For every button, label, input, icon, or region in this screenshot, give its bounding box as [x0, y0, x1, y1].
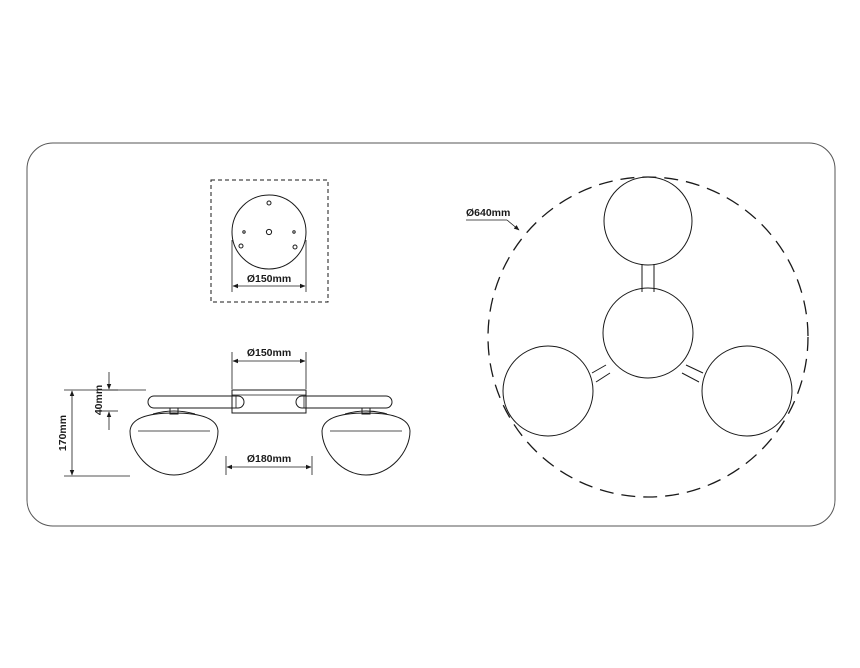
top-plan-view: Ø640mm	[466, 176, 809, 498]
arm-left	[595, 372, 611, 383]
mounting-plate-view: Ø150mm	[210, 179, 329, 303]
globe-left	[502, 345, 594, 437]
left-arm	[147, 395, 245, 409]
screw-hole	[292, 244, 298, 250]
globe-right	[701, 345, 793, 437]
globe-center	[602, 287, 694, 379]
canopy-diameter-label: Ø150mm	[247, 347, 291, 359]
globe-top	[603, 176, 693, 266]
canopy	[231, 389, 307, 414]
left-shade	[129, 412, 219, 476]
shade-diameter-label: Ø180mm	[247, 453, 291, 465]
mount-diameter-label: Ø150mm	[247, 273, 291, 285]
screw-hole	[242, 230, 246, 234]
arm-right	[685, 364, 704, 374]
overall-diameter-outline	[487, 176, 809, 498]
right-shade-cap	[344, 410, 388, 415]
screw-hole	[238, 243, 244, 249]
overall-diameter-label: Ø640mm	[466, 207, 510, 219]
center-hole	[265, 228, 273, 236]
right-arm	[295, 395, 393, 409]
left-shade-cap	[152, 410, 196, 415]
screw-hole	[266, 200, 272, 206]
arm-left	[591, 364, 607, 374]
mounting-plate-circle	[231, 194, 307, 270]
drawing-frame	[26, 142, 836, 527]
mounting-plate-box	[210, 179, 329, 303]
right-shade	[321, 412, 411, 476]
overall-height-label: 170mm	[57, 415, 69, 451]
canopy-height-label: 40mm	[93, 385, 105, 415]
arm-right	[681, 372, 700, 383]
screw-hole	[292, 230, 296, 234]
side-elevation-view: Ø150mm Ø180mm 170mm 40mm	[57, 347, 411, 477]
leader-line	[506, 219, 520, 231]
